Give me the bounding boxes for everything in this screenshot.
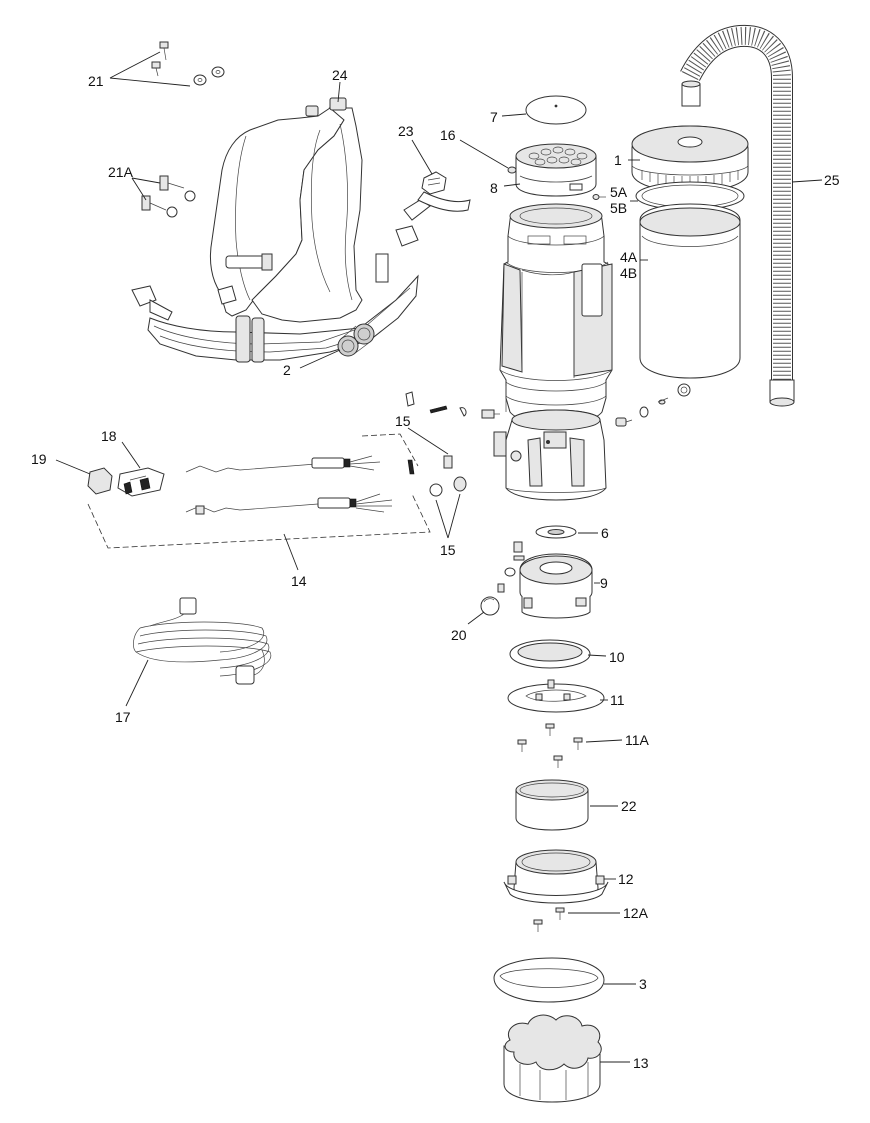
callout-4b: 4B — [620, 265, 637, 281]
side-hardware — [615, 383, 691, 427]
callout-9: 9 — [600, 575, 608, 591]
part-6-gasket — [535, 525, 577, 539]
callout-14: 14 — [291, 573, 307, 589]
part-18-switch — [117, 467, 165, 497]
part-20-ball — [480, 596, 500, 616]
callout-13: 13 — [633, 1055, 649, 1071]
part-11a-screws — [517, 723, 583, 768]
callout-5b: 5B — [610, 200, 627, 216]
callout-6: 6 — [601, 525, 609, 541]
part-14-wiring — [87, 433, 431, 549]
callout-10: 10 — [609, 649, 625, 665]
part-16-screw — [507, 166, 517, 174]
callout-3: 3 — [639, 976, 647, 992]
main-housing — [499, 203, 613, 425]
callout-17: 17 — [115, 709, 131, 725]
callout-8: 8 — [490, 180, 498, 196]
part-3-bumper — [493, 957, 605, 1003]
callout-12: 12 — [618, 871, 634, 887]
callout-21: 21 — [88, 73, 104, 89]
callout-5a: 5A — [610, 184, 628, 200]
part-22-sleeve — [515, 779, 589, 831]
callout-15b: 15 — [440, 542, 456, 558]
callout-21a: 21A — [108, 164, 134, 180]
part-21a-bolts — [141, 175, 196, 218]
part-11-mounting-plate — [507, 679, 605, 713]
callout-20: 20 — [451, 627, 467, 643]
callout-4a: 4A — [620, 249, 638, 265]
part-8-filter-cage — [515, 143, 597, 197]
part-24-backpack-harness — [131, 97, 431, 363]
part-1-lid — [631, 125, 749, 193]
motor-housing — [493, 409, 607, 501]
part-12a-screws — [533, 907, 565, 932]
callout-1: 1 — [614, 152, 622, 168]
part-5-screw — [592, 194, 606, 200]
callout-25: 25 — [824, 172, 840, 188]
part-12-base-housing — [503, 849, 609, 904]
part-13-exhaust-filter — [503, 1014, 602, 1103]
callout-7: 7 — [490, 109, 498, 125]
part-5-gasket — [635, 181, 745, 211]
callout-22: 22 — [621, 798, 637, 814]
callout-23: 23 — [398, 123, 414, 139]
callout-11a: 11A — [625, 732, 650, 748]
callout-19: 19 — [31, 451, 47, 467]
part-23-strap-clip — [417, 171, 471, 212]
part-9-motor — [513, 553, 593, 619]
callout-15a: 15 — [395, 413, 411, 429]
part-19-cover — [87, 467, 113, 495]
motor-hardware — [497, 541, 523, 593]
part-4-filter-bag — [639, 203, 741, 379]
part-25-hose — [680, 24, 795, 407]
callout-16: 16 — [440, 127, 456, 143]
callout-12a: 12A — [623, 905, 649, 921]
part-7-filter-disc — [525, 95, 587, 125]
part-17-power-cord — [133, 597, 272, 685]
part-15-hardware — [405, 391, 500, 497]
part-21-screws-washers — [151, 41, 225, 86]
part-10-ring — [509, 639, 591, 669]
callout-11: 11 — [610, 692, 625, 708]
callout-2: 2 — [283, 362, 291, 378]
part-2-wheels — [337, 323, 375, 357]
callout-18: 18 — [101, 428, 117, 444]
callout-24: 24 — [332, 67, 348, 83]
